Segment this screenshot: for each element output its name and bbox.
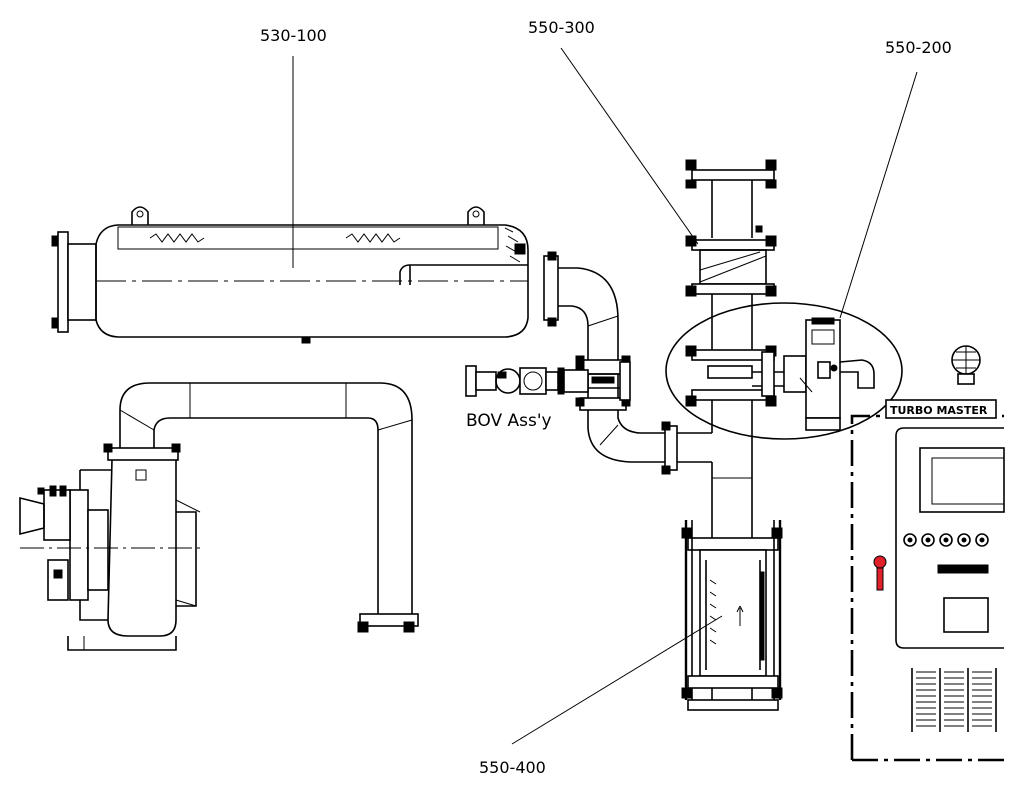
muffler-530-100 [51,206,529,344]
vertical-stack [681,159,783,711]
leader-550-300 [560,47,699,245]
panel-buttons [903,533,989,547]
leader-550-400 [511,615,723,745]
callout-550-400: 550-400 [479,758,546,777]
callout-550-300: 550-300 [528,18,595,37]
actuator-valve-550-200 [665,302,903,440]
red-key-icon [873,555,887,591]
callout-530-100: 530-100 [260,26,327,45]
bov-assembly [465,361,631,401]
panel-nameplate: TURBO MASTER [890,404,988,417]
suction-piping [119,382,419,633]
callout-550-200: 550-200 [885,38,952,57]
callout-bov-assembly: BOV Ass'y [466,411,552,431]
leader-lines [292,47,918,745]
turbo-blower [19,443,201,651]
control-panel: TURBO MASTER [850,345,1005,762]
outlet-piping [543,251,712,475]
leader-550-200 [839,71,918,319]
vent-louvers [911,668,997,732]
